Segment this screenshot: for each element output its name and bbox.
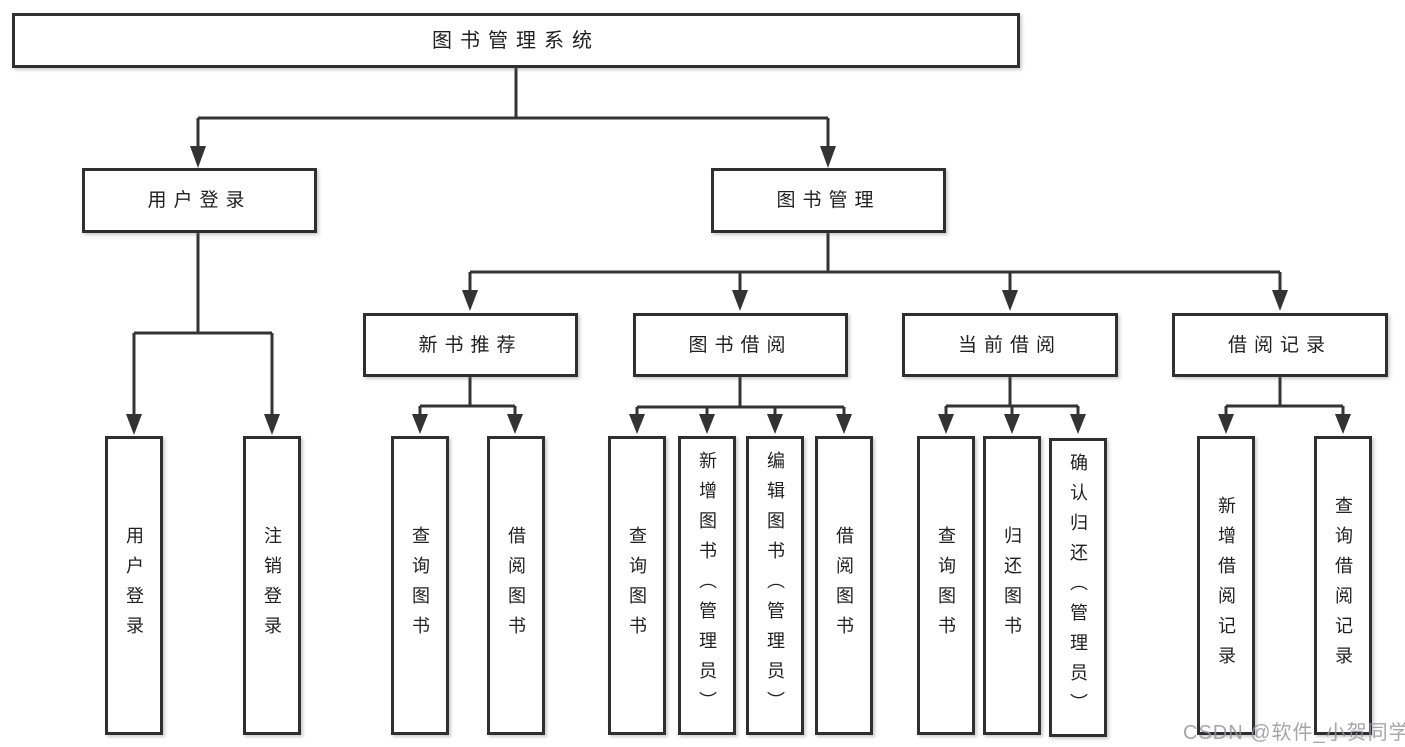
leaf-user-login: 用户登录: [105, 436, 163, 735]
leaf-br-add-record-label: 新增借阅记录: [1216, 495, 1236, 676]
node-book-management-label: 图书管理: [776, 190, 881, 211]
arrowheads-level2: [190, 146, 836, 168]
arrowheads-current-borrow-group: [938, 414, 1086, 434]
node-current-borrowing: 当前借阅: [902, 313, 1118, 377]
node-book-management: 图书管理: [711, 168, 946, 233]
connector-book-borrow-group: [635, 377, 846, 416]
leaf-nbr-borrow-books: 借阅图书: [487, 436, 545, 735]
leaf-cb-return-books: 归还图书: [983, 436, 1041, 735]
leaf-cb-confirm-return-admin-label: 确认归还（管理员）: [1068, 452, 1088, 723]
leaf-bb-borrow-books-label: 借阅图书: [834, 525, 854, 646]
node-new-book-recommend-label: 新书推荐: [418, 334, 523, 356]
node-borrow-records: 借阅记录: [1172, 313, 1388, 377]
arrowheads-user-login-group: [126, 414, 280, 435]
node-user-login-label: 用户登录: [147, 190, 252, 211]
leaf-cb-return-books-label: 归还图书: [1002, 525, 1022, 646]
leaf-bb-edit-books-admin: 编辑图书（管理员）: [746, 436, 804, 735]
leaf-user-login-label: 用户登录: [124, 525, 144, 646]
leaf-br-query-record-label: 查询借阅记录: [1333, 495, 1353, 676]
node-root-label: 图书管理系统: [432, 29, 600, 52]
leaf-cb-query-books-label: 查询图书: [936, 525, 956, 646]
arrowheads-book-borrow-group: [629, 414, 852, 434]
leaf-nbr-query-books-label: 查询图书: [410, 525, 430, 646]
node-current-borrowing-label: 当前借阅: [957, 334, 1062, 356]
node-user-login: 用户登录: [82, 168, 317, 233]
leaf-nbr-borrow-books-label: 借阅图书: [506, 525, 526, 646]
leaf-nbr-query-books: 查询图书: [391, 436, 449, 735]
leaf-bb-add-books-admin: 新增图书（管理员）: [678, 436, 736, 735]
arrowheads-new-book-group: [412, 414, 523, 434]
node-new-book-recommend: 新书推荐: [363, 313, 578, 377]
connector-book-mgmt-to-level3: [468, 233, 1282, 292]
arrowheads-level3: [462, 290, 1288, 311]
connector-user-login-group: [132, 233, 274, 416]
leaf-br-add-record: 新增借阅记录: [1197, 436, 1255, 735]
leaf-cb-confirm-return-admin: 确认归还（管理员）: [1049, 438, 1107, 737]
leaf-bb-add-books-admin-label: 新增图书（管理员）: [697, 450, 717, 721]
leaf-br-query-record: 查询借阅记录: [1314, 436, 1372, 735]
connector-root-to-level2: [196, 68, 830, 148]
leaf-logout: 注销登录: [243, 436, 301, 735]
node-book-borrowing: 图书借阅: [633, 313, 848, 377]
connector-current-borrow-group: [944, 377, 1080, 416]
leaf-bb-query-books: 查询图书: [608, 436, 666, 735]
node-root: 图书管理系统: [12, 13, 1020, 68]
csdn-watermark: CSDN @软件_小贺同学: [1183, 722, 1405, 744]
leaf-bb-borrow-books: 借阅图书: [815, 436, 873, 735]
leaf-bb-edit-books-admin-label: 编辑图书（管理员）: [765, 450, 785, 721]
node-borrow-records-label: 借阅记录: [1227, 334, 1332, 356]
arrowheads-borrow-records-group: [1218, 414, 1351, 434]
node-book-borrowing-label: 图书借阅: [688, 334, 793, 356]
leaf-bb-query-books-label: 查询图书: [627, 525, 647, 646]
connector-borrow-records-group: [1224, 377, 1345, 416]
leaf-logout-label: 注销登录: [262, 525, 282, 646]
connector-new-book-group: [418, 377, 517, 416]
leaf-cb-query-books: 查询图书: [917, 436, 975, 735]
